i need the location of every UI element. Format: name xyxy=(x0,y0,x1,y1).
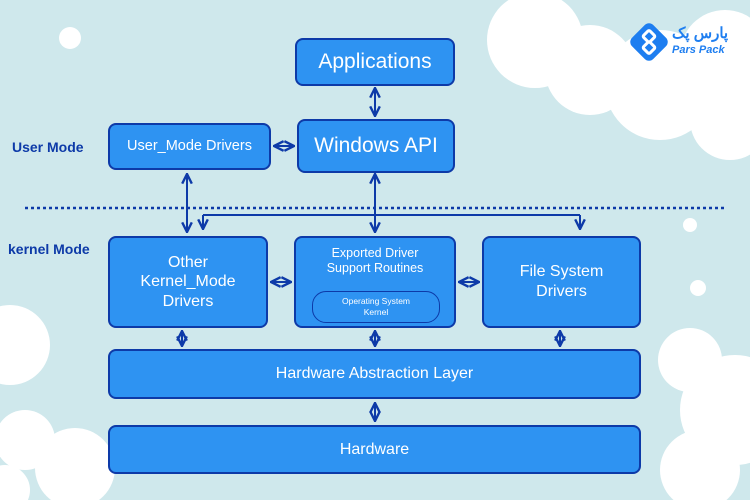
other-kernel-mode-drivers-box: Other Kernel_Mode Drivers xyxy=(108,236,268,328)
user-mode-drivers-box: User_Mode Drivers xyxy=(108,123,271,170)
file-system-drivers-label: File System Drivers xyxy=(519,263,604,300)
hardware-abstraction-layer-box: Hardware Abstraction Layer xyxy=(108,349,641,399)
user-mode-drivers-label: User_Mode Drivers xyxy=(127,137,252,154)
hardware-label: Hardware xyxy=(339,440,410,458)
brand-name-en: Pars Pack xyxy=(672,44,725,56)
hardware-box: Hardware xyxy=(108,425,641,474)
windows-api-box: Windows API xyxy=(297,119,455,173)
exported-driver-support-routines-label: Exported Driver Support Routines xyxy=(326,246,424,276)
file-system-drivers-box: File System Drivers xyxy=(482,236,641,328)
connector-arrows xyxy=(182,88,580,421)
exported-driver-support-routines-box: Exported Driver Support Routines Operati… xyxy=(294,236,456,328)
user-mode-label: User Mode xyxy=(12,139,84,155)
operating-system-kernel-label: Operating System Kernel xyxy=(341,296,411,317)
brand-name-fa: پارس پک xyxy=(672,25,729,42)
windows-api-label: Windows API xyxy=(314,134,438,158)
kernel-mode-label: kernel Mode xyxy=(8,241,90,257)
applications-label: Applications xyxy=(318,50,432,74)
applications-box: Applications xyxy=(295,38,455,86)
other-kernel-mode-drivers-label: Other Kernel_Mode Drivers xyxy=(140,253,236,310)
operating-system-kernel-pill: Operating System Kernel xyxy=(312,291,440,323)
hardware-abstraction-layer-label: Hardware Abstraction Layer xyxy=(275,365,474,383)
